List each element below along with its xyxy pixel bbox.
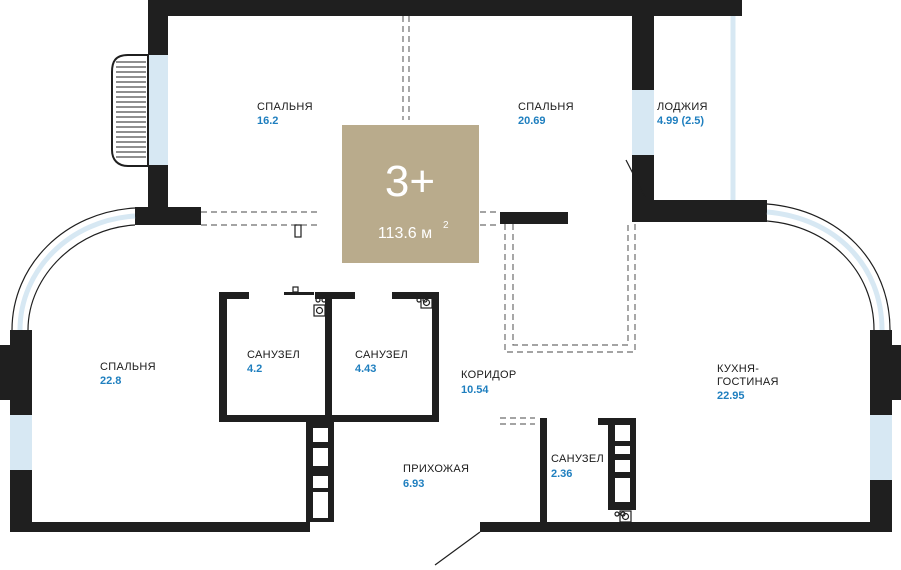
room-area-loggia: 4.99 (2.5)	[657, 115, 704, 127]
room-labels: СПАЛЬНЯ 16.2 СПАЛЬНЯ 20.69 ЛОДЖИЯ 4.99 (…	[100, 101, 779, 490]
room-name-bathroom-3: САНУЗЕЛ	[551, 453, 604, 465]
apartment-badge: 3+ 113.6 м 2	[342, 125, 479, 263]
badge-background	[342, 125, 479, 263]
shaft-details	[313, 425, 630, 518]
sink-fixtures	[313, 296, 632, 523]
room-name-bedroom-1: СПАЛЬНЯ	[257, 101, 313, 113]
room-name-kitchen-line2: ГОСТИНАЯ	[717, 376, 779, 388]
room-name-corridor: КОРИДОР	[461, 369, 517, 381]
room-name-loggia: ЛОДЖИЯ	[657, 101, 708, 113]
room-area-bathroom-1: 4.2	[247, 363, 262, 375]
badge-room-count: 3+	[385, 157, 435, 206]
doors	[292, 159, 646, 566]
badge-total-area: 113.6 м	[378, 225, 432, 242]
room-name-bathroom-1: САНУЗЕЛ	[247, 349, 300, 361]
room-area-bedroom-2: 20.69	[518, 115, 546, 127]
room-name-bathroom-2: САНУЗЕЛ	[355, 349, 408, 361]
room-area-bathroom-2: 4.43	[355, 363, 376, 375]
windows	[10, 16, 892, 480]
balcony-grille	[111, 54, 149, 167]
room-area-kitchen: 22.95	[717, 390, 745, 402]
room-area-hallway: 6.93	[403, 478, 424, 490]
room-area-bedroom-1: 16.2	[257, 115, 278, 127]
room-name-hallway: ПРИХОЖАЯ	[403, 463, 469, 475]
room-area-bathroom-3: 2.36	[551, 468, 572, 480]
room-name-bedroom-3: СПАЛЬНЯ	[100, 361, 156, 373]
dashed-partitions	[201, 16, 636, 425]
badge-area-unit-sup: 2	[443, 220, 449, 231]
walls	[0, 0, 901, 532]
room-area-corridor: 10.54	[461, 384, 489, 396]
room-name-kitchen-line1: КУХНЯ-	[717, 363, 759, 375]
room-area-bedroom-3: 22.8	[100, 375, 121, 387]
room-name-bedroom-2: СПАЛЬНЯ	[518, 101, 574, 113]
